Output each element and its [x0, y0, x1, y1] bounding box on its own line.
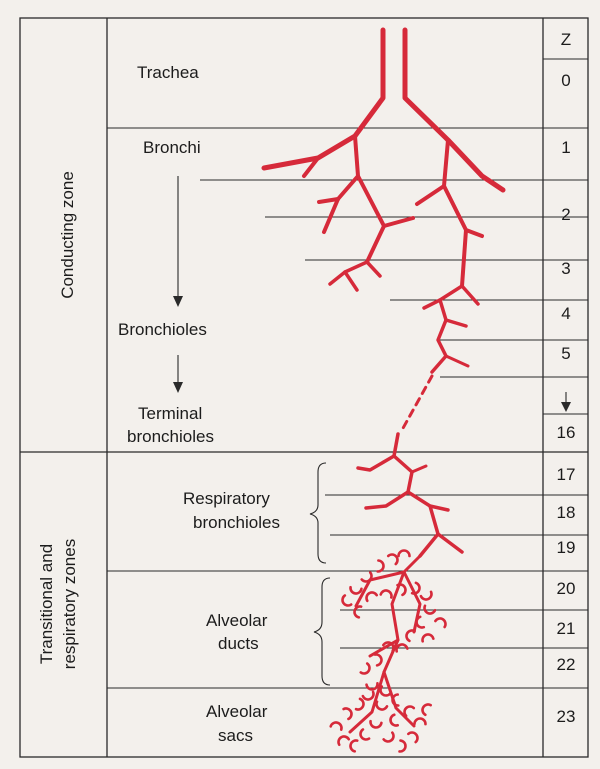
alveolar-sacs-label-line1: Alveolar [206, 702, 268, 721]
z-value-1: 1 [561, 138, 570, 157]
alveolar-ducts-brace [313, 577, 331, 686]
alveolus [398, 739, 407, 753]
z-value-21: 21 [557, 619, 576, 638]
alveolus [382, 731, 395, 743]
alveolar-sacs [329, 549, 447, 753]
z-column-arrow [561, 392, 571, 412]
z-value-17: 17 [557, 465, 576, 484]
upper-airway-branches [261, 27, 506, 432]
alveolus [359, 662, 371, 675]
alveolus [373, 653, 383, 667]
alveolus [353, 605, 363, 619]
alveolus [375, 700, 389, 711]
alveolus [396, 583, 407, 597]
alveolus [421, 703, 432, 717]
alveolus [395, 643, 409, 653]
respiratory-bronchioles-label-line2: bronchioles [193, 513, 280, 532]
alveolus [382, 641, 395, 653]
alveolus [415, 615, 426, 629]
alveolus [349, 739, 359, 753]
alveolus [354, 697, 365, 711]
alveolus [413, 717, 427, 726]
bronchi-to-bronchioles-arrow [173, 176, 183, 307]
alveolar-ducts-label-line2: ducts [218, 634, 259, 653]
alveolus [369, 719, 383, 729]
respiratory-bronchioles-brace [309, 462, 327, 564]
alveolus [365, 591, 379, 603]
alveolus [397, 549, 411, 558]
z-value-18: 18 [557, 503, 576, 522]
z-value-23: 23 [557, 707, 576, 726]
trachea-label: Trachea [137, 63, 199, 82]
alveolus [342, 707, 353, 721]
alveolus [419, 590, 433, 601]
z-value-2: 2 [561, 205, 570, 224]
alveolus [407, 731, 419, 744]
transitional-zone-label-line2: respiratory zones [60, 539, 79, 669]
z-value-19: 19 [557, 538, 576, 557]
alveolus [405, 629, 416, 643]
alveolus [410, 581, 421, 595]
z-value-22: 22 [557, 655, 576, 674]
alveolus [360, 571, 373, 583]
z-value-0: 0 [561, 71, 570, 90]
alveolus [365, 682, 379, 691]
alveolus [379, 685, 392, 697]
alveolus [359, 728, 371, 741]
alveolus [329, 721, 343, 731]
respiratory-bronchioles-label-line1: Respiratory [183, 489, 270, 508]
alveolus [423, 604, 437, 615]
bronchioles-label: Bronchioles [118, 320, 207, 339]
bronchioles-to-terminal-arrow [173, 355, 183, 393]
alveolus [403, 705, 416, 718]
conducting-zone-label: Conducting zone [58, 171, 77, 299]
z-value-20: 20 [557, 579, 576, 598]
alveolus [341, 594, 353, 607]
terminal-bronchioles-label-line2: bronchioles [127, 427, 214, 446]
alveolus [434, 617, 447, 629]
z-value-3: 3 [561, 259, 570, 278]
alveolus [389, 713, 399, 727]
alveolus [337, 735, 351, 747]
terminal-respiratory-branches [356, 432, 464, 558]
alveolus [361, 690, 375, 701]
alveolar-ducts-label-line1: Alveolar [206, 611, 268, 630]
alveolus [391, 693, 400, 707]
diagram-frame [19, 17, 589, 758]
alveolus [386, 553, 399, 566]
generation-rules [107, 58, 588, 689]
z-value-4: 4 [561, 304, 570, 323]
alveolus [421, 633, 435, 643]
alveolar-sacs-label-line2: sacs [218, 726, 253, 745]
z-value-16: 16 [557, 423, 576, 442]
bronchi-label: Bronchi [143, 138, 201, 157]
transitional-zone-label-line1: Transitional and [37, 544, 56, 664]
terminal-bronchioles-label-line1: Terminal [138, 404, 202, 423]
alveolus [349, 585, 363, 595]
z-value-5: 5 [561, 344, 570, 363]
alveolus [376, 559, 385, 573]
z-column-header: Z [561, 30, 571, 49]
airway-tree [261, 27, 506, 753]
alveolus [379, 589, 393, 599]
